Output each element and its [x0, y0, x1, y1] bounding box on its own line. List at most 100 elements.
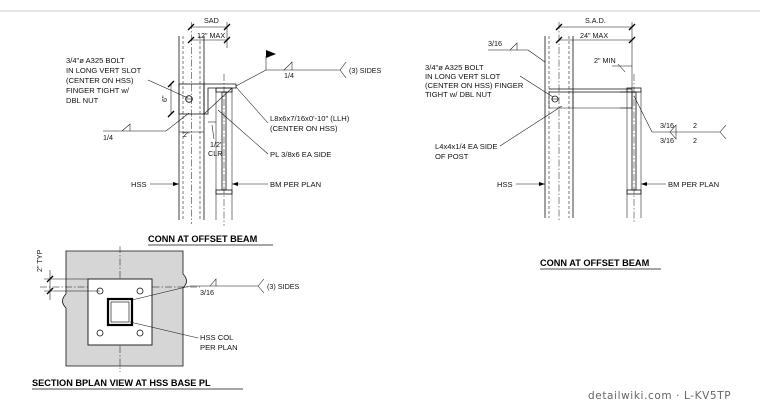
right-beam-weld-symbol: 3/16 2 3/16 2: [633, 95, 727, 145]
left-half-inch-label: 1/2": [210, 140, 223, 149]
right-angle-top: [549, 88, 633, 93]
right-weld-top-size: 3/16: [660, 121, 674, 130]
weld-tail-icon: [339, 61, 347, 79]
right-weld-bottom-size: 3/16: [660, 136, 674, 145]
left-top-weld-note: (3) SIDES: [349, 66, 382, 75]
left-angle-leader: [235, 86, 269, 124]
dim-tick: [187, 36, 195, 44]
right-hss-label: HSS: [497, 180, 513, 189]
left-side-weld-size: 1/4: [103, 133, 113, 142]
arrowhead-icon: [539, 182, 545, 186]
weld-arrow-leader: [165, 112, 190, 132]
arrowhead-icon: [641, 182, 647, 186]
right-bolt-note-line: 3/4"ø A325 BOLT: [425, 63, 484, 72]
arrowhead-icon: [173, 182, 179, 186]
arrowhead-icon: [232, 182, 238, 186]
left-top-weld-symbol: 1/4 (3) SIDES: [235, 50, 382, 87]
dim-tick: [46, 287, 54, 295]
base-weld-note: (3) SIDES: [267, 282, 300, 291]
right-weld-bottom-length: 2: [693, 136, 697, 145]
left-bolt-note-line: (CENTER ON HSS): [66, 76, 134, 85]
dim-tick: [223, 36, 231, 44]
left-6in-label: 6": [160, 95, 169, 102]
left-beam-label: BM PER PLAN: [270, 180, 321, 189]
left-connection-detail: SAD 12" MAX 6" 2" 1/2" CLR 3/4"ø A325 BO…: [66, 16, 382, 246]
right-sad-label: S.A.D.: [585, 16, 606, 25]
watermark: detailwiki.com · L-KV5TP: [588, 390, 731, 402]
left-bolt-leader: [147, 79, 189, 99]
fillet-weld-both-sides-icon: [669, 124, 677, 140]
dim-tick: [555, 23, 563, 31]
hss-col-note-line: HSS COL: [200, 333, 233, 342]
right-2min-label: 2" MIN: [594, 56, 616, 65]
left-12max-label: 12" MAX: [197, 31, 225, 40]
weld-arrow-leader: [235, 69, 267, 87]
hss-col-note-line: PER PLAN: [200, 343, 238, 352]
left-2in-label: 2": [183, 130, 190, 139]
left-clr-label: CLR: [208, 149, 222, 158]
left-bolt-note-line: FINGER TIGHT w/: [66, 86, 130, 95]
right-angle-note-line: OF POST: [435, 152, 469, 161]
weld-tail-icon: [719, 124, 727, 140]
anchor-bolt: [96, 329, 104, 337]
right-connection-detail: S.A.D. 24" MAX 2" MIN 3/16 3/4"ø A325 B: [425, 16, 727, 270]
dim-tick: [167, 80, 175, 88]
left-angle-note: L8x6x7/16x0'-10" (LLH) (CENTER ON HSS): [270, 114, 351, 133]
dim-tick: [167, 110, 175, 118]
right-bolt-note-line: (CENTER ON HSS) FINGER: [425, 81, 524, 90]
right-angle-toe: [620, 91, 633, 109]
weld-arrow-leader: [527, 49, 546, 63]
left-bolt-note: 3/4"ø A325 BOLT IN LONG VERT SLOT (CENTE…: [66, 56, 143, 105]
typ-dim-label: 2" TYP: [35, 249, 44, 272]
right-angle-leader: [499, 105, 563, 147]
left-side-weld-symbol: 1/4: [103, 112, 190, 142]
right-angle-note-line: L4x4x1/4 EA SIDE: [435, 142, 497, 151]
left-bolt-note-line: DBL NUT: [66, 96, 99, 105]
hss-col-leader: [129, 321, 199, 339]
dim-tick: [628, 36, 636, 44]
weld-arrow-leader: [131, 285, 191, 301]
left-bolt-note-line: IN LONG VERT SLOT: [66, 66, 142, 75]
weld-arrow-leader: [633, 95, 653, 133]
dim-tick: [628, 23, 636, 31]
right-bolt-note: 3/4"ø A325 BOLT IN LONG VERT SLOT (CENTE…: [425, 63, 525, 99]
right-side-weld-symbol: 3/16: [488, 39, 546, 63]
weld-tail-icon: [257, 278, 265, 294]
right-2min-leader: [617, 63, 626, 73]
right-24max-label: 24" MAX: [580, 31, 608, 40]
fillet-weld-icon: [509, 42, 518, 51]
hss-column-section: [106, 297, 134, 327]
right-bolt-note-line: TIGHT w/ DBL NUT: [425, 90, 492, 99]
left-sad-label: SAD: [204, 16, 219, 25]
right-beam-label: BM PER PLAN: [668, 180, 719, 189]
left-angle-note-line: L8x6x7/16x0'-10" (LLH): [270, 114, 350, 123]
left-detail-title: CONN AT OFFSET BEAM: [148, 234, 258, 244]
hss-col-note: HSS COL PER PLAN: [200, 333, 238, 352]
left-hss-label: HSS: [131, 180, 147, 189]
right-bolt-leader: [519, 75, 554, 98]
left-angle-note-line: (CENTER ON HSS): [270, 124, 338, 133]
base-weld-size: 3/16: [200, 288, 214, 297]
base-weld-symbol: 3/16 (3) SIDES: [131, 278, 300, 301]
left-clr-leader: [211, 124, 215, 140]
field-weld-flag-icon: [266, 50, 276, 58]
left-top-weld-size: 1/4: [284, 71, 294, 80]
right-bolt-note-line: IN LONG VERT SLOT: [425, 72, 501, 81]
right-angle-note: L4x4x1/4 EA SIDE OF POST: [435, 142, 500, 161]
left-bolt-note-line: 3/4"ø A325 BOLT: [66, 56, 125, 65]
left-plate-note: PL 3/8x6 EA SIDE: [270, 150, 331, 159]
right-weld-top-length: 2: [693, 121, 697, 130]
anchor-bolt: [136, 287, 144, 295]
fillet-weld-icon: [121, 123, 131, 132]
plan-detail-title: SECTION BPLAN VIEW AT HSS BASE PL: [32, 378, 211, 388]
dim-tick: [187, 23, 195, 31]
dim-tick: [223, 23, 231, 31]
fillet-weld-icon: [283, 61, 293, 71]
right-detail-title: CONN AT OFFSET BEAM: [540, 258, 650, 268]
dim-tick: [46, 275, 54, 283]
anchor-bolt: [136, 329, 144, 337]
hss-column-inner: [110, 301, 130, 323]
fillet-weld-icon: [209, 278, 217, 287]
dim-tick: [555, 36, 563, 44]
